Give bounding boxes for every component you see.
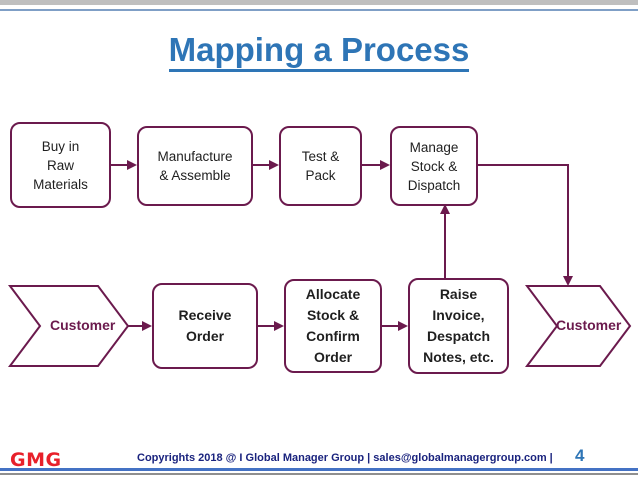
gmg-logo: GMG (10, 449, 62, 471)
step-label: Raise Invoice, Despatch Notes, etc. (423, 286, 494, 365)
step-test-pack: Test & Pack (279, 126, 362, 206)
step-manufacture-assemble: Manufacture & Assemble (137, 126, 253, 206)
customer-chevron-end (525, 285, 632, 367)
top-accent-line (0, 9, 638, 11)
customer-end-label: Customer (556, 317, 622, 333)
step-raise-invoice: Raise Invoice, Despatch Notes, etc. (408, 278, 509, 374)
footer-gray-line (0, 473, 638, 475)
slide-title: Mapping a Process (168, 31, 470, 72)
step-buy-raw-materials: Buy in Raw Materials (10, 122, 111, 208)
step-label: Allocate Stock & Confirm Order (305, 286, 361, 365)
step-manage-stock-dispatch: Manage Stock & Dispatch (390, 126, 478, 206)
step-label: Buy in Raw Materials (33, 138, 88, 192)
step-label: Manage Stock & Dispatch (407, 139, 461, 193)
footer-blue-line (0, 468, 638, 471)
step-receive-order: Receive Order (152, 283, 258, 369)
slide-title-wrapper: Mapping a Process (0, 30, 638, 72)
customer-start-label: Customer (50, 317, 116, 333)
step-label: Receive Order (178, 307, 232, 344)
customer-chevron-start (8, 285, 130, 367)
step-label: Manufacture & Assemble (157, 149, 233, 183)
step-label: Test & Pack (301, 149, 340, 183)
copyright-text: Copyrights 2018 @ I Global Manager Group… (137, 452, 553, 464)
arrow-manage-to-customer (478, 164, 573, 286)
page-number: 4 (575, 446, 585, 465)
step-allocate-stock-confirm-order: Allocate Stock & Confirm Order (284, 279, 382, 373)
top-bar (0, 0, 638, 5)
